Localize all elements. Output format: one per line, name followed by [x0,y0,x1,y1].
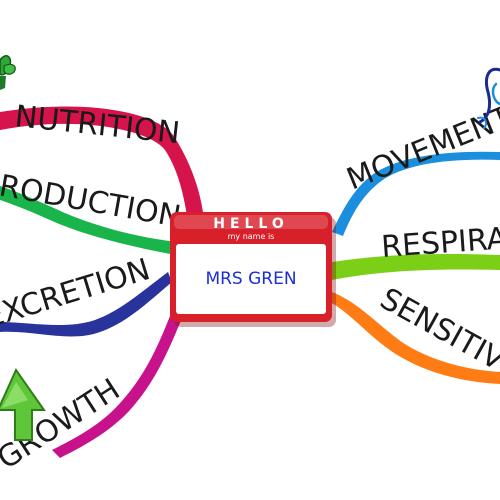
branch-label-excretion: EXCRETION [0,252,154,336]
branch-label-movement: MOVEMENT [342,100,500,198]
branch-reproduction [0,186,178,255]
branch-respiration [332,253,500,280]
hello-header: HELLO [213,216,289,232]
name-value: MRS GREN [205,269,296,289]
name-tag: HELLO my name is MRS GREN [170,212,336,327]
name-tag-highlight [174,215,328,229]
branch-sensitivity [330,292,500,384]
branch-excretion [0,272,172,337]
branch-growth [52,316,182,458]
plant-icon [0,55,16,90]
up-arrow-icon [0,367,46,441]
branch-label-nutrition: NUTRITION [13,99,181,151]
my-name-is-label: my name is [228,232,275,241]
name-field [176,244,326,314]
branch-movement [332,151,500,236]
swirl-icon [477,67,500,129]
branch-nutrition [0,106,205,239]
